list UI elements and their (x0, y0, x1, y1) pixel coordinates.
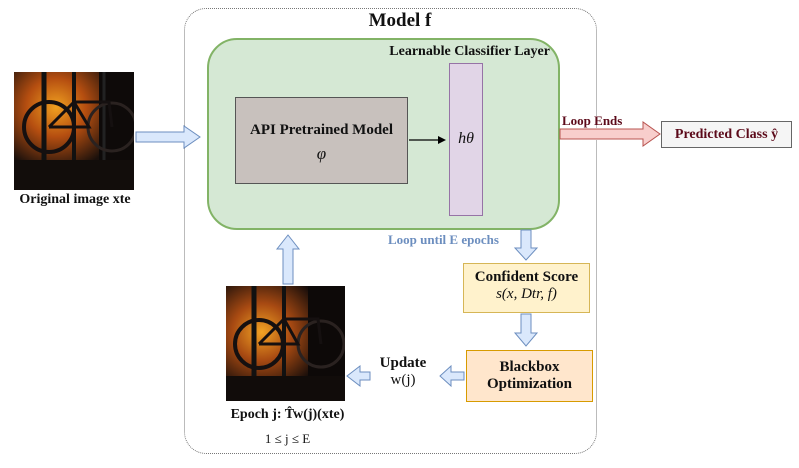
model-title: Model f (368, 10, 432, 31)
epoch-image (226, 286, 345, 401)
model-container (184, 8, 597, 454)
original-image-caption: Original image xte (19, 192, 131, 207)
update-to-epoch-arrow (346, 364, 371, 388)
confident-score-formula: s(x, Dtr, f) (496, 286, 557, 302)
perturbed-bicycle-icon (226, 286, 345, 401)
learnable-classifier-title: Learnable Classifier Layer (389, 44, 550, 59)
loop-until-label: Loop until E epochs (388, 232, 499, 247)
to-confident-arrow (513, 229, 539, 261)
optimization-line1: Blackbox (499, 359, 560, 375)
loop-ends-label: Loop Ends (562, 113, 623, 128)
update-label: Update w(j) (379, 355, 427, 388)
confident-score-box: Confident Score s(x, Dtr, f) (463, 263, 590, 313)
classifier-head-label: hθ (458, 130, 474, 147)
epoch-caption: Epoch j: T̂w(j)(xte) (230, 407, 345, 422)
epoch-to-classifier-arrow (275, 234, 301, 285)
blackbox-optimization-box: Blackbox Optimization (466, 350, 593, 402)
loop-ends-arrow (559, 121, 661, 147)
confident-to-optimization-arrow (513, 313, 539, 347)
api-symbol: φ (316, 144, 327, 163)
api-title: API Pretrained Model (249, 122, 394, 138)
input-arrow (135, 125, 201, 149)
bicycle-scene-icon (14, 72, 134, 190)
epoch-range: 1 ≤ j ≤ E (264, 431, 311, 446)
predicted-class-box: Predicted Class ŷ (661, 121, 792, 148)
optimization-to-update-arrow (439, 364, 465, 388)
classifier-head-box (449, 63, 483, 216)
optimization-line2: Optimization (487, 376, 572, 392)
api-pretrained-model-box: API Pretrained Model φ (235, 97, 408, 184)
original-image (14, 72, 134, 190)
confident-score-title: Confident Score (474, 269, 579, 285)
